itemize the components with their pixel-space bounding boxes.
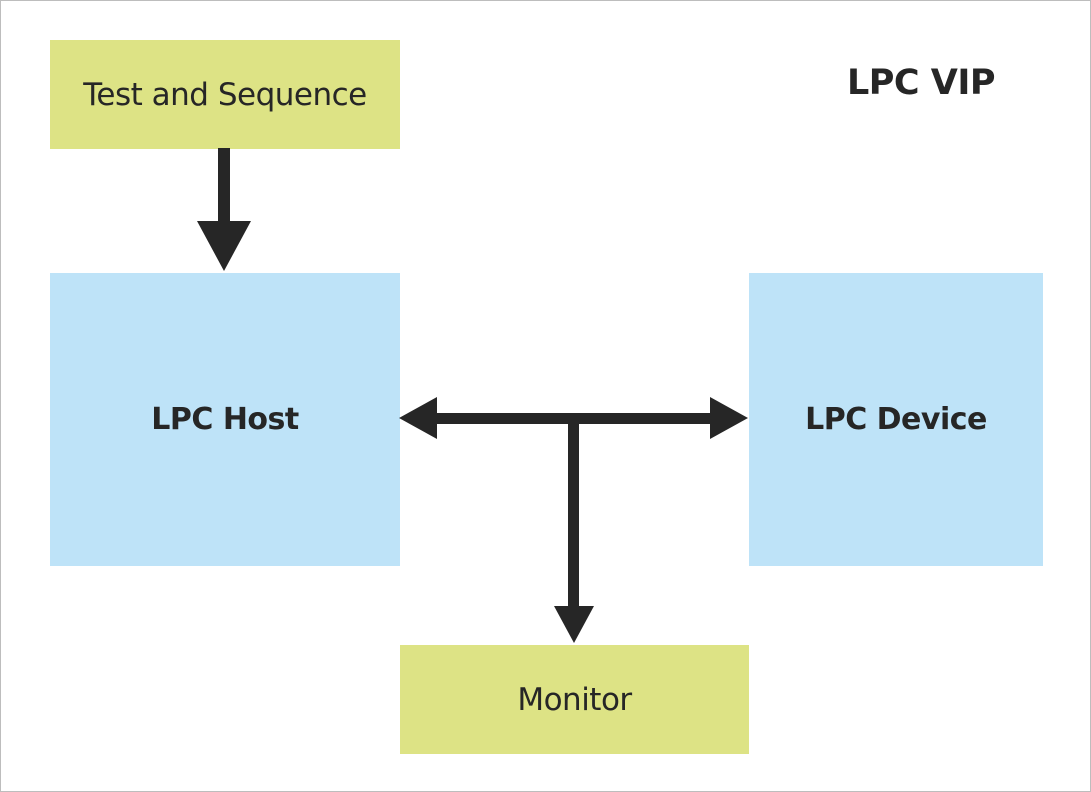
lpc-device-label: LPC Device — [805, 402, 987, 437]
monitor-label: Monitor — [517, 681, 632, 718]
lpc-host-label: LPC Host — [151, 402, 299, 437]
diagram-title: LPC VIP — [846, 63, 996, 103]
lpc-host-block: LPC Host — [50, 273, 400, 566]
test-and-sequence-label: Test and Sequence — [83, 76, 367, 113]
monitor-block: Monitor — [400, 645, 749, 754]
test-and-sequence-block: Test and Sequence — [50, 40, 400, 149]
lpc-device-block: LPC Device — [749, 273, 1043, 566]
